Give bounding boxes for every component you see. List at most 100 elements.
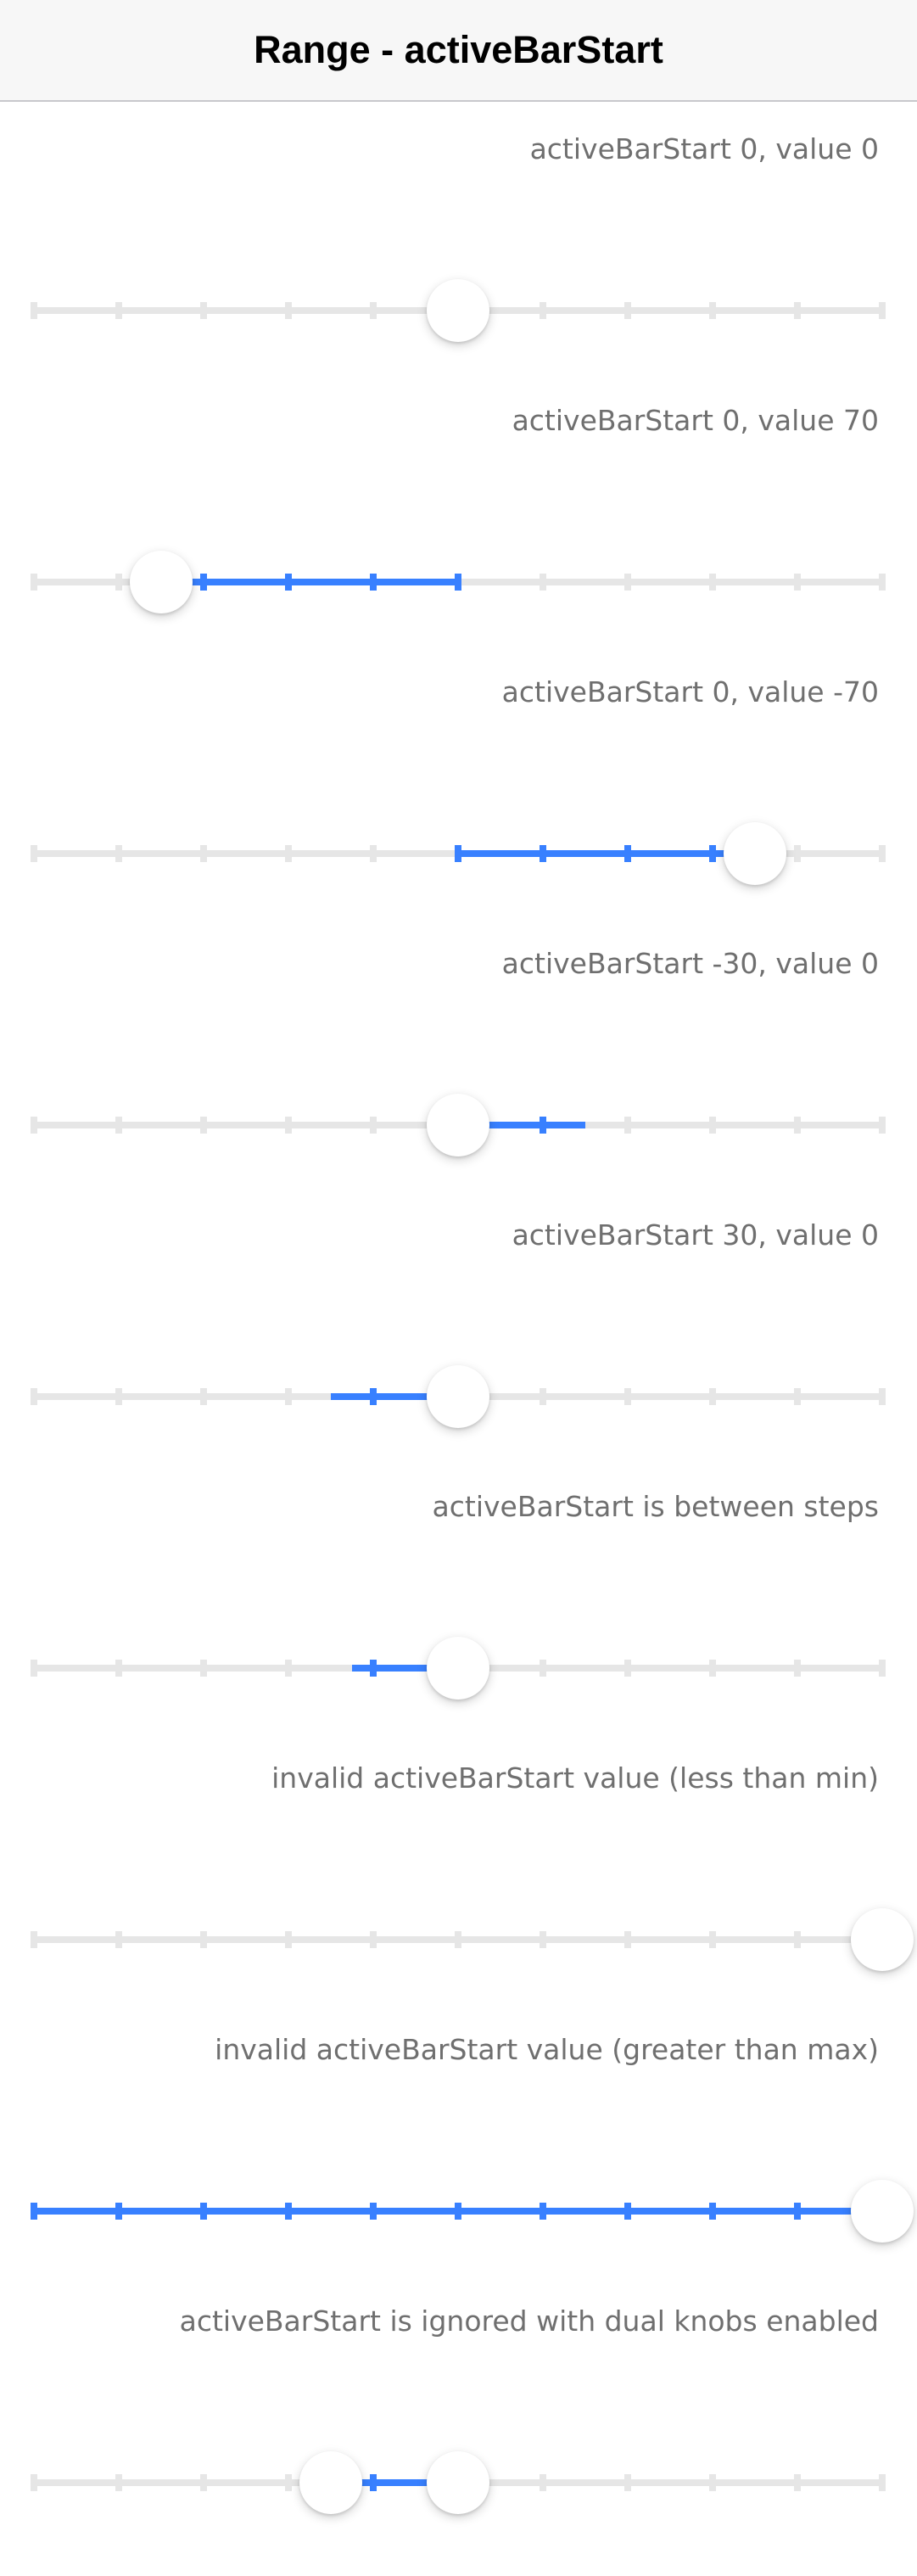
range-tick <box>200 1117 207 1134</box>
range-knob[interactable] <box>299 2451 362 2514</box>
range-tick <box>794 2474 801 2491</box>
range-tick <box>31 2203 37 2220</box>
range-tick <box>285 2474 292 2491</box>
range-bar-active <box>331 2479 458 2486</box>
range-tick <box>455 845 461 862</box>
range-tick <box>709 1660 716 1677</box>
range-tick <box>285 574 292 591</box>
range-label: activeBarStart 0, value 70 <box>512 404 879 437</box>
range-item: activeBarStart 0, value -70 <box>0 643 917 915</box>
range-tick <box>31 574 37 591</box>
range-tick <box>794 1388 801 1405</box>
range-bar-active <box>458 1122 585 1128</box>
range-tick <box>709 574 716 591</box>
range-tick <box>370 1931 377 1948</box>
range-tick <box>624 845 631 862</box>
range-tick <box>709 302 716 319</box>
range-slider[interactable] <box>0 2001 917 2272</box>
range-tick <box>200 1931 207 1948</box>
range-tick <box>115 2203 122 2220</box>
range-tick <box>115 845 122 862</box>
range-slider[interactable] <box>0 643 917 915</box>
range-label: activeBarStart 0, value -70 <box>501 675 879 708</box>
range-slider[interactable] <box>0 1729 917 2001</box>
range-tick <box>879 845 886 862</box>
toolbar: Range - activeBarStart <box>0 0 917 102</box>
range-tick <box>285 845 292 862</box>
range-label: activeBarStart 30, value 0 <box>512 1218 879 1252</box>
range-tick <box>370 1117 377 1134</box>
range-item: invalid activeBarStart value (less than … <box>0 1729 917 2001</box>
range-tick <box>200 1388 207 1405</box>
range-tick <box>794 2203 801 2220</box>
range-knob[interactable] <box>427 1365 489 1428</box>
range-tick <box>455 574 461 591</box>
range-tick <box>540 574 546 591</box>
range-tick <box>370 845 377 862</box>
range-tick <box>794 1931 801 1948</box>
range-tick <box>624 574 631 591</box>
range-tick <box>540 1660 546 1677</box>
range-knob[interactable] <box>427 1637 489 1700</box>
range-tick <box>709 2203 716 2220</box>
range-tick <box>370 1388 377 1405</box>
range-tick <box>31 1660 37 1677</box>
range-tick <box>794 574 801 591</box>
range-tick <box>540 845 546 862</box>
page-title: Range - activeBarStart <box>254 28 663 71</box>
range-tick <box>370 2203 377 2220</box>
range-tick <box>370 574 377 591</box>
range-slider[interactable] <box>0 915 917 1186</box>
range-knob[interactable] <box>427 279 489 342</box>
range-slider[interactable] <box>0 2272 917 2544</box>
range-tick <box>115 1117 122 1134</box>
range-label: invalid activeBarStart value (less than … <box>271 1761 879 1795</box>
range-tick <box>540 1388 546 1405</box>
range-tick <box>370 302 377 319</box>
range-knob[interactable] <box>427 2451 489 2514</box>
range-tick <box>709 845 716 862</box>
range-tick <box>31 1388 37 1405</box>
range-tick <box>540 2474 546 2491</box>
range-tick <box>285 1660 292 1677</box>
range-tick <box>115 2474 122 2491</box>
range-tick <box>115 1388 122 1405</box>
range-slider[interactable] <box>0 100 917 372</box>
range-knob[interactable] <box>427 1094 489 1156</box>
range-label: invalid activeBarStart value (greater th… <box>215 2033 879 2066</box>
range-tick <box>540 2203 546 2220</box>
range-tick <box>31 1117 37 1134</box>
range-tick <box>540 1117 546 1134</box>
range-item: activeBarStart 0, value 0 <box>0 100 917 372</box>
range-knob[interactable] <box>724 822 786 885</box>
range-tick <box>200 2474 207 2491</box>
range-tick <box>879 574 886 591</box>
range-tick <box>115 1660 122 1677</box>
range-knob[interactable] <box>130 551 193 613</box>
range-label: activeBarStart 0, value 0 <box>529 132 879 165</box>
range-tick <box>879 2474 886 2491</box>
range-tick <box>200 845 207 862</box>
range-label: activeBarStart is ignored with dual knob… <box>179 2304 879 2338</box>
range-tick <box>794 302 801 319</box>
range-tick <box>31 845 37 862</box>
range-item: activeBarStart is ignored with dual knob… <box>0 2272 917 2544</box>
range-knob[interactable] <box>851 2180 914 2243</box>
range-slider[interactable] <box>0 1458 917 1729</box>
range-tick <box>794 845 801 862</box>
range-item: activeBarStart 30, value 0 <box>0 1186 917 1458</box>
range-tick <box>709 1931 716 1948</box>
range-slider[interactable] <box>0 1186 917 1458</box>
range-bar-active <box>458 850 755 857</box>
range-knob[interactable] <box>851 1908 914 1971</box>
range-tick <box>285 2203 292 2220</box>
range-tick <box>115 1931 122 1948</box>
range-tick <box>624 302 631 319</box>
range-tick <box>115 302 122 319</box>
range-tick <box>200 574 207 591</box>
range-tick <box>794 1660 801 1677</box>
range-tick <box>31 302 37 319</box>
range-slider[interactable] <box>0 372 917 643</box>
range-tick <box>285 1388 292 1405</box>
range-tick <box>115 574 122 591</box>
